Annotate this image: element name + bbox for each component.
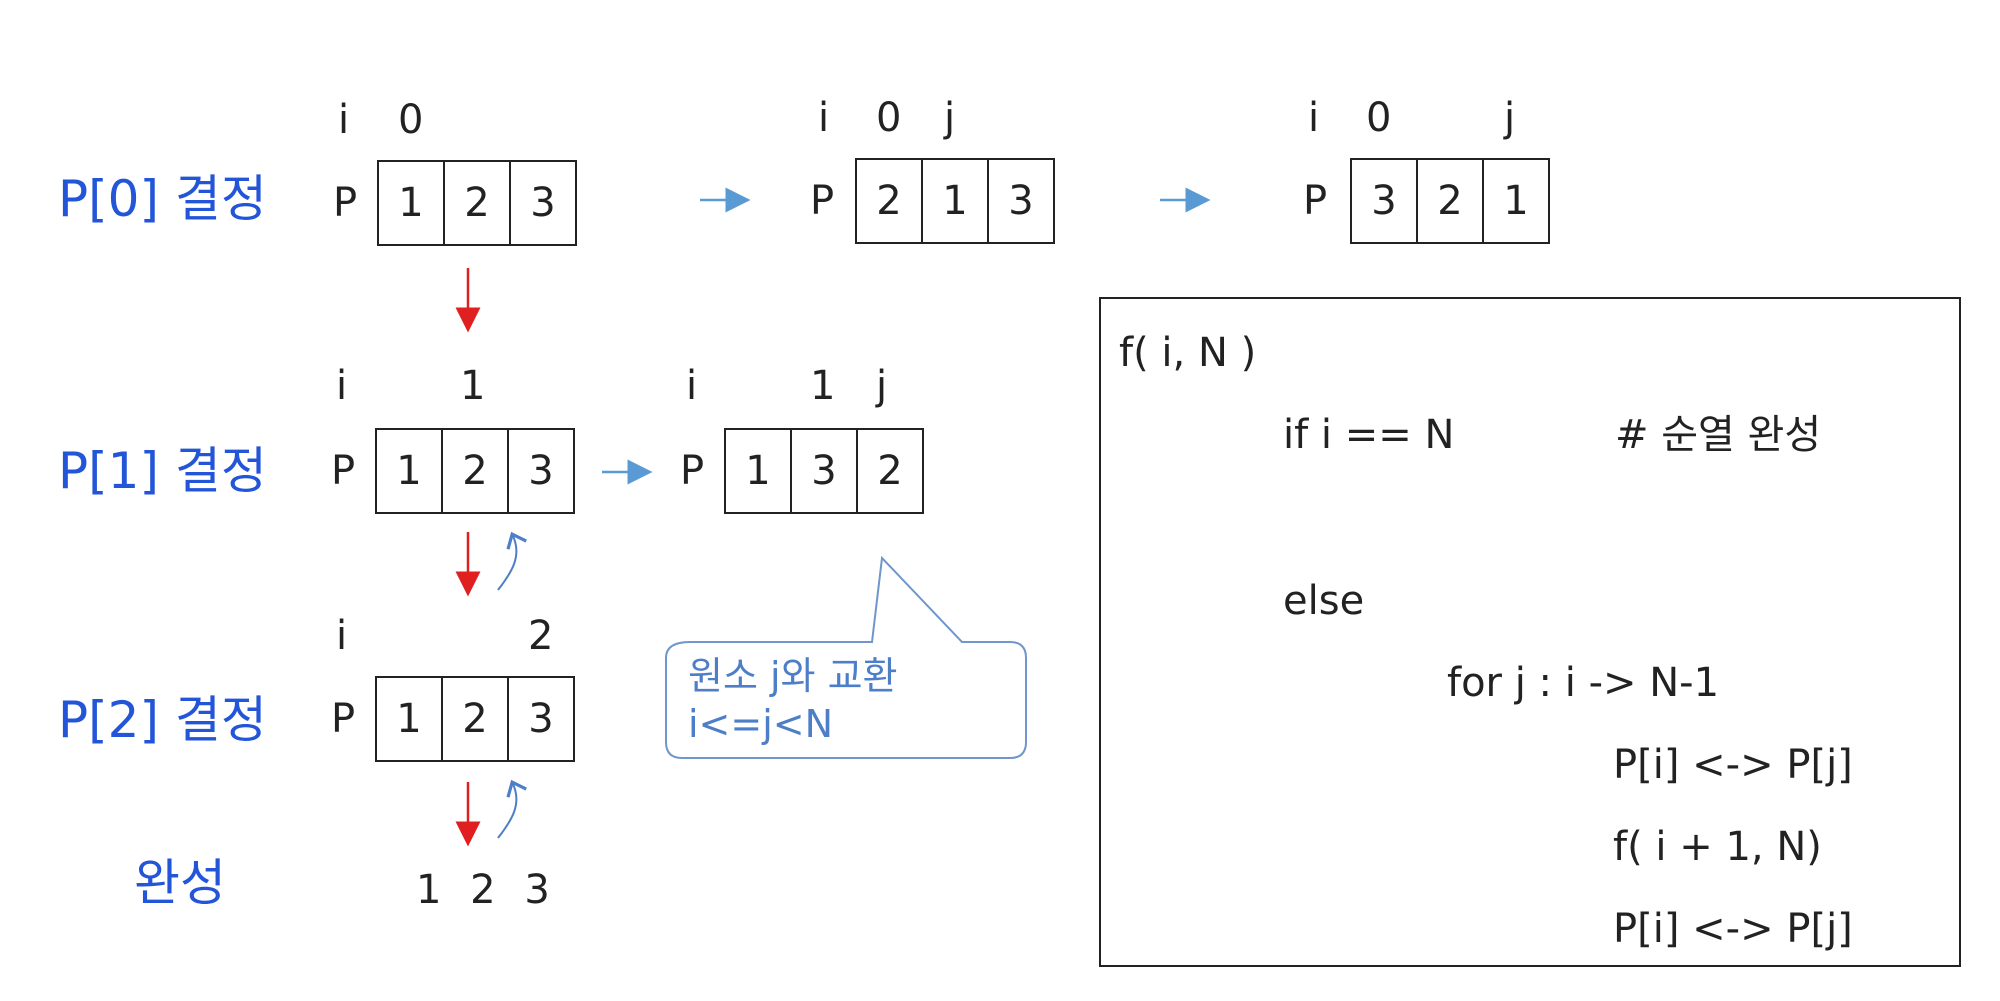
j-label: j: [944, 95, 956, 141]
array-box: 3 2 1: [1350, 158, 1550, 244]
i-label: i: [686, 363, 698, 409]
curved-return-arrow-2: [497, 779, 527, 839]
i-label: i: [1308, 95, 1320, 141]
position-label: 0: [876, 95, 902, 141]
position-label: 1: [810, 363, 836, 409]
i-label: i: [336, 363, 348, 409]
stage-label-p2: P[2] 결정: [58, 691, 267, 749]
stage-label-p1: P[1] 결정: [58, 442, 267, 500]
array-name: P: [331, 448, 356, 494]
callout-line-2: i<=j<N: [688, 702, 834, 746]
code-line-if: if i == N: [1283, 412, 1455, 458]
array-cell: 1: [923, 160, 989, 242]
array-name: P: [333, 180, 358, 226]
position-label: 0: [1366, 95, 1392, 141]
array-name: P: [331, 696, 356, 742]
i-label: i: [818, 95, 830, 141]
j-label: j: [876, 363, 888, 409]
array-cell: 2: [877, 448, 903, 494]
array-box: 1 2 3: [375, 676, 575, 762]
callout-line-1: 원소 j와 교환: [688, 654, 898, 698]
array-box: 1 2 3: [377, 160, 577, 246]
array-cell: 2: [445, 162, 511, 244]
code-line-else: else: [1283, 578, 1365, 624]
position-label: 2: [528, 613, 554, 659]
array-cell: 3: [1008, 178, 1034, 224]
i-label: i: [338, 97, 350, 143]
array-cell: 1: [726, 430, 792, 512]
array-cell: 1: [1503, 178, 1529, 224]
array-name: P: [810, 178, 835, 224]
code-line-swap-1: P[i] <-> P[j]: [1613, 742, 1853, 788]
array-name: P: [680, 448, 705, 494]
array-cell: 1: [377, 430, 443, 512]
array-cell: 3: [528, 696, 554, 742]
curved-return-arrow-1: [497, 531, 527, 591]
array-cell: 1: [377, 678, 443, 760]
array-cell: 3: [1352, 160, 1418, 242]
array-cell: 2: [857, 160, 923, 242]
i-label: i: [336, 613, 348, 659]
j-label: j: [1504, 95, 1516, 141]
code-line-for: for j : i -> N-1: [1447, 660, 1720, 706]
code-line-signature: f( i, N ): [1119, 330, 1257, 376]
array-cell: 2: [443, 678, 509, 760]
array-name: P: [1303, 178, 1328, 224]
array-cell: 1: [379, 162, 445, 244]
array-box: 2 1 3: [855, 158, 1055, 244]
array-box: 1 3 2: [724, 428, 924, 514]
array-cell: 2: [1418, 160, 1484, 242]
position-label: 1: [460, 363, 486, 409]
code-line-recurse: f( i + 1, N): [1613, 824, 1822, 870]
code-line-swap-2: P[i] <-> P[j]: [1613, 906, 1853, 952]
stage-label-complete: 완성: [134, 854, 226, 912]
pseudocode-box: f( i, N ) if i == N # 순열 완성 else for j :…: [1099, 297, 1961, 967]
array-cell: 2: [443, 430, 509, 512]
stage-label-p0: P[0] 결정: [58, 170, 267, 228]
position-label: 0: [398, 97, 424, 143]
result-permutation: 1 2 3: [416, 867, 558, 913]
array-cell: 3: [530, 180, 556, 226]
callout-bubble: [665, 555, 1027, 759]
array-cell: 3: [792, 430, 858, 512]
code-comment: # 순열 완성: [1615, 412, 1822, 458]
array-box: 1 2 3: [375, 428, 575, 514]
array-cell: 3: [528, 448, 554, 494]
